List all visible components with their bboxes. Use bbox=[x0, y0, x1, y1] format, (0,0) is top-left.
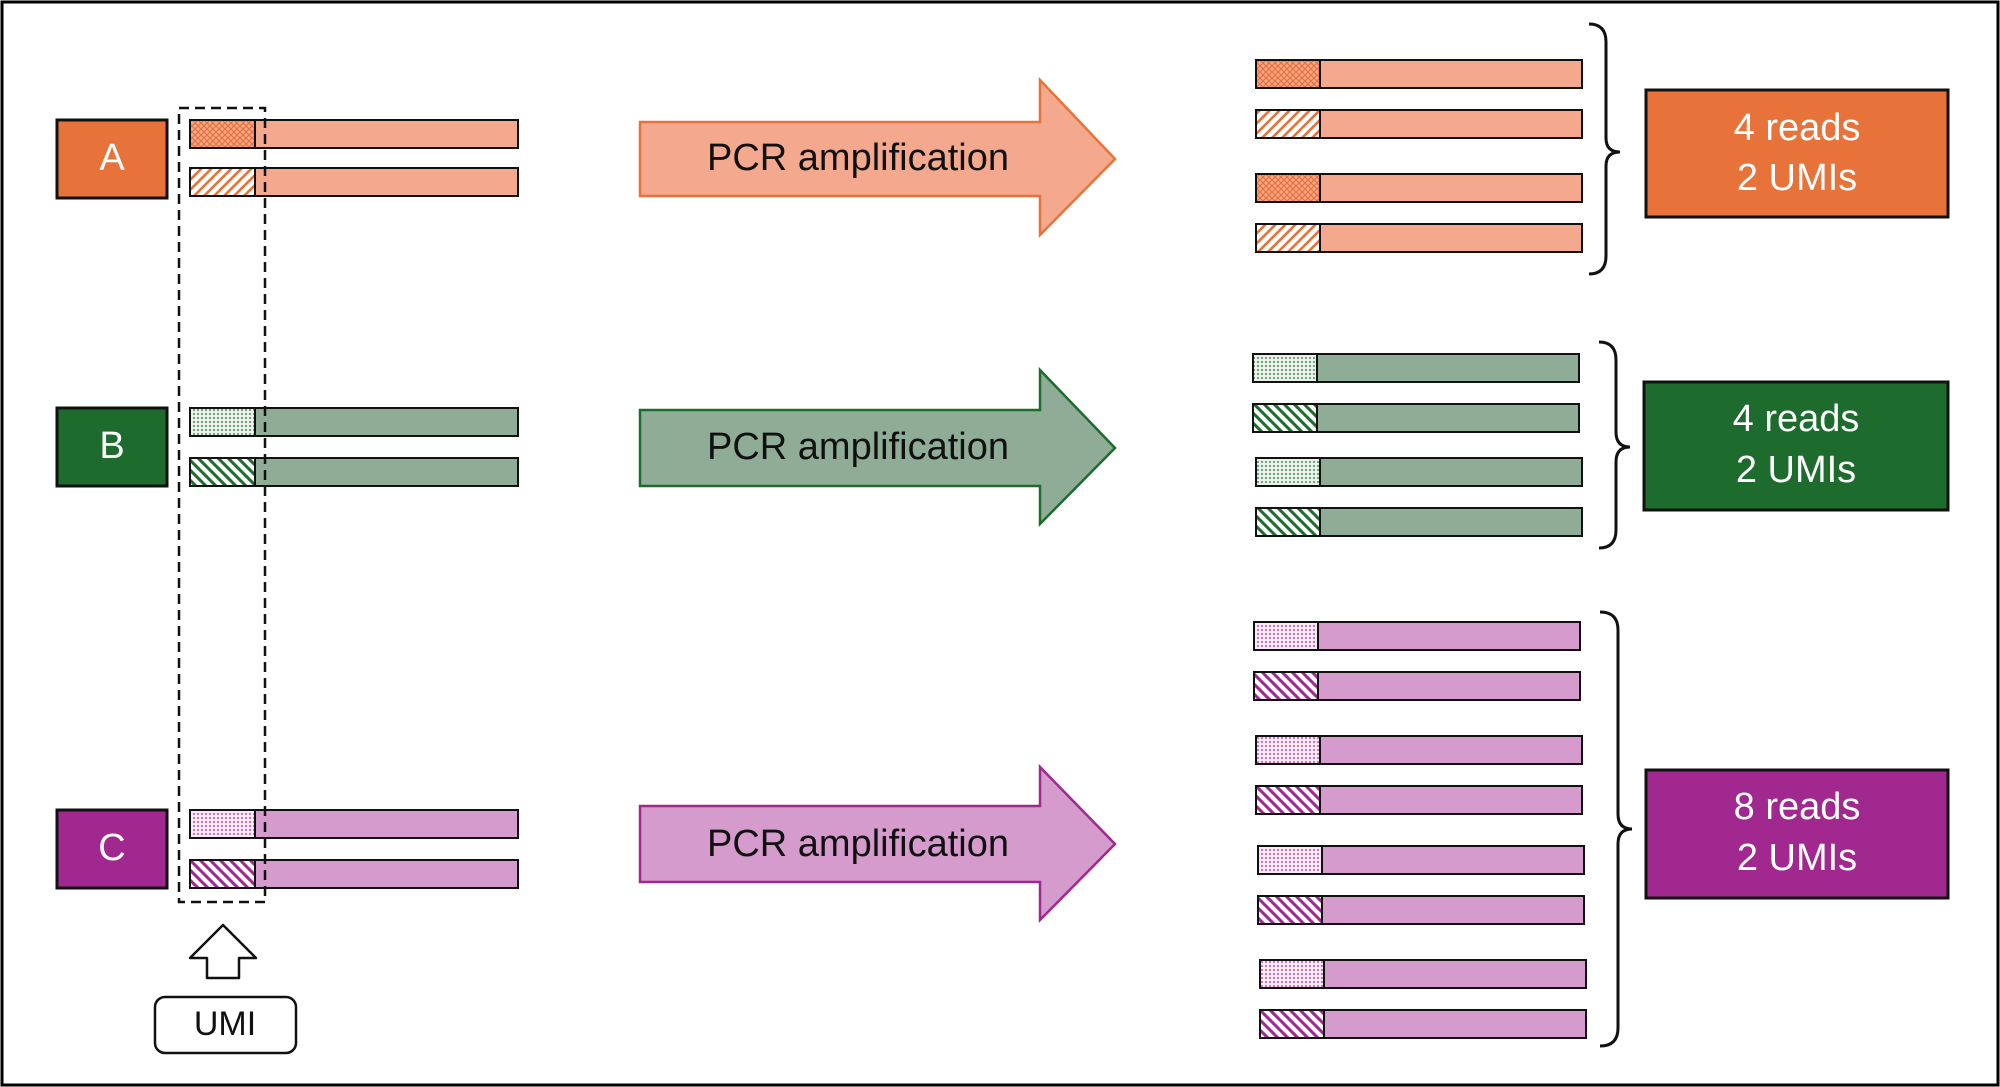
umi-callout: UMI bbox=[153, 106, 298, 1055]
reads-count-c: 8 reads bbox=[1734, 786, 1861, 828]
umi-c1 bbox=[189, 809, 256, 839]
read-umi-c8 bbox=[1259, 1009, 1325, 1039]
umis-count-a: 2 UMIs bbox=[1737, 157, 1857, 199]
read-umi-c7 bbox=[1259, 959, 1325, 989]
reads-count-a: 4 reads bbox=[1734, 107, 1861, 149]
read-umi-a3 bbox=[1255, 173, 1321, 203]
umi-label-box bbox=[153, 995, 298, 1055]
brace-b bbox=[1598, 340, 1631, 550]
label-box-a bbox=[55, 118, 169, 200]
read-umi-c4 bbox=[1255, 785, 1321, 815]
pcr-label-c: PCR amplification bbox=[707, 823, 1009, 865]
read-umi-b2 bbox=[1252, 403, 1318, 433]
read-umi-b3 bbox=[1255, 457, 1321, 487]
label-box-c bbox=[55, 808, 169, 890]
umi-a2 bbox=[189, 167, 256, 197]
pcr-arrow-b bbox=[638, 366, 1117, 528]
pcr-label-b: PCR amplification bbox=[707, 426, 1009, 468]
read-umi-c1 bbox=[1253, 621, 1319, 651]
umi-up-arrow-icon bbox=[188, 923, 258, 980]
umi-b2 bbox=[189, 457, 256, 487]
group-c: C PCR amplification 8 reads 2 UMIs bbox=[55, 610, 1950, 1048]
umi-label: UMI bbox=[194, 1005, 256, 1043]
read-umi-b1 bbox=[1252, 353, 1318, 383]
umi-c2 bbox=[189, 859, 256, 889]
umis-count-c: 2 UMIs bbox=[1737, 837, 1857, 879]
read-umi-a4 bbox=[1255, 223, 1321, 253]
read-umi-c2 bbox=[1253, 671, 1319, 701]
label-c: C bbox=[98, 827, 125, 869]
umi-dashed-region bbox=[177, 106, 267, 904]
count-box-a bbox=[1644, 88, 1950, 219]
pcr-arrow-c bbox=[638, 763, 1117, 924]
read-umi-b4 bbox=[1255, 507, 1321, 537]
pcr-label-a: PCR amplification bbox=[707, 137, 1009, 179]
label-a: A bbox=[99, 137, 125, 179]
count-box-b bbox=[1642, 380, 1950, 512]
group-a: A PCR amplification 4 reads 2 UMIs bbox=[55, 22, 1950, 276]
read-umi-a1 bbox=[1255, 59, 1321, 89]
read-umi-a2 bbox=[1255, 109, 1321, 139]
read-umi-c5 bbox=[1257, 845, 1323, 875]
label-b: B bbox=[99, 425, 124, 467]
count-box-c bbox=[1644, 768, 1950, 900]
pcr-arrow-a bbox=[638, 76, 1117, 239]
brace-a bbox=[1588, 22, 1621, 276]
umi-a1 bbox=[189, 119, 256, 149]
reads-count-b: 4 reads bbox=[1733, 398, 1860, 440]
group-b: B PCR amplification 4 reads 2 UMIs bbox=[55, 340, 1950, 550]
umis-count-b: 2 UMIs bbox=[1736, 449, 1856, 491]
label-box-b bbox=[55, 406, 169, 488]
read-umi-c3 bbox=[1255, 735, 1321, 765]
brace-c bbox=[1599, 610, 1633, 1048]
umi-b1 bbox=[189, 407, 256, 437]
read-umi-c6 bbox=[1257, 895, 1323, 925]
